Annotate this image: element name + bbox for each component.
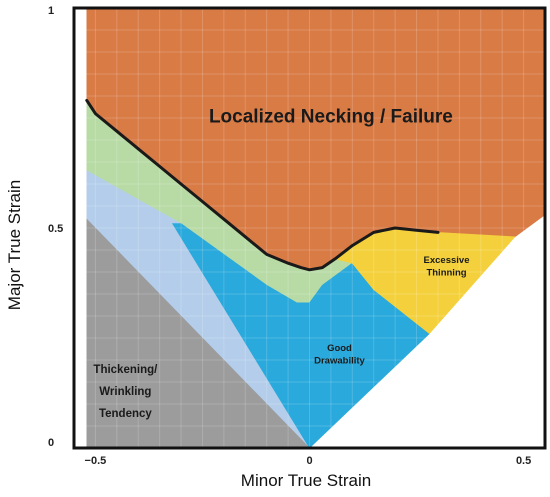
x-tick-label: −0.5 bbox=[85, 455, 107, 467]
x-tick-labels: −0.5 0 0.5 bbox=[85, 455, 532, 467]
y-tick-label: 0.5 bbox=[48, 223, 63, 235]
annotation-3: Thickening/ bbox=[93, 364, 158, 376]
plot-frame bbox=[72, 6, 547, 450]
annotation-5: Tendency bbox=[99, 408, 152, 420]
annotation-4: Wrinkling bbox=[99, 386, 151, 398]
grid-layer bbox=[74, 8, 545, 448]
x-tick-label: 0.5 bbox=[516, 455, 531, 467]
y-tick-labels: 00.51 bbox=[48, 5, 63, 449]
region-layer bbox=[86, 8, 545, 448]
x-axis-title: Minor True Strain bbox=[241, 471, 371, 490]
y-tick-label: 1 bbox=[48, 5, 54, 17]
region-5 bbox=[86, 218, 310, 448]
annotation-0: Localized Necking / Failure bbox=[209, 106, 453, 127]
y-axis-title: Major True Strain bbox=[5, 180, 24, 310]
y-tick-label: 0 bbox=[48, 437, 54, 449]
forming-limit-curve bbox=[85, 98, 440, 272]
x-tick-label: 0 bbox=[306, 455, 312, 467]
region-3 bbox=[171, 223, 430, 448]
